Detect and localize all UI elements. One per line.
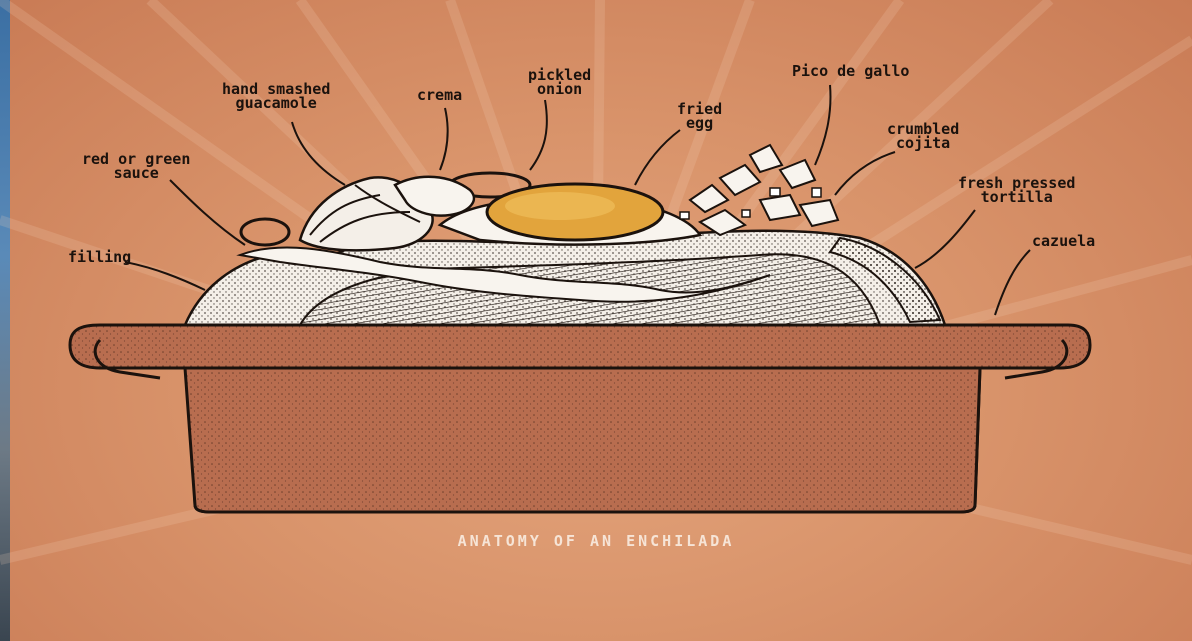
label-cazuela: cazuela (1032, 234, 1095, 248)
label-pico-de-gallo: Pico de gallo (792, 64, 909, 78)
label-crumbled-cojita: crumbled cojita (887, 122, 959, 150)
label-crema: crema (417, 88, 462, 102)
label-pickled-onion: pickled onion (528, 68, 591, 96)
label-hand-smashed-guacamole: hand smashed guacamole (222, 82, 330, 110)
pickled-onion-ring (241, 219, 289, 245)
label-red-or-green-sauce: red or green sauce (82, 152, 190, 180)
diagram-caption: ANATOMY OF AN ENCHILADA (0, 532, 1192, 550)
cazuela-pot (70, 325, 1090, 512)
label-fresh-pressed-tortilla: fresh pressed tortilla (958, 176, 1075, 204)
label-filling: filling (68, 250, 131, 264)
label-fried-egg: fried egg (677, 102, 722, 130)
